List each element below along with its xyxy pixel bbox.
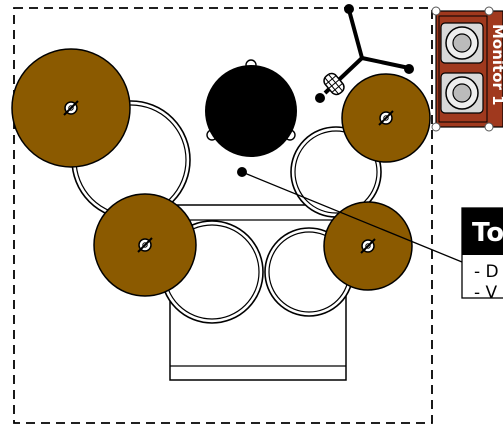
callout-title: To xyxy=(472,218,503,248)
ride-right[interactable] xyxy=(341,73,431,163)
speaker-cone-icon xyxy=(440,22,484,114)
crash-left[interactable] xyxy=(11,48,131,168)
throne-icon[interactable] xyxy=(205,59,297,157)
callout-box[interactable]: To - D - V xyxy=(461,207,503,303)
microphone-stand-icon[interactable] xyxy=(315,4,414,103)
hihat[interactable] xyxy=(323,201,413,291)
callout-line-1: - D xyxy=(474,262,499,282)
callout-leader xyxy=(237,167,463,263)
ride-left[interactable] xyxy=(93,193,197,297)
callout-line-2: - V xyxy=(474,283,498,303)
riser-boundary xyxy=(13,7,433,424)
monitor-wedge[interactable]: Monitor 1 xyxy=(431,6,503,132)
monitor-label: Monitor 1 xyxy=(489,24,503,106)
